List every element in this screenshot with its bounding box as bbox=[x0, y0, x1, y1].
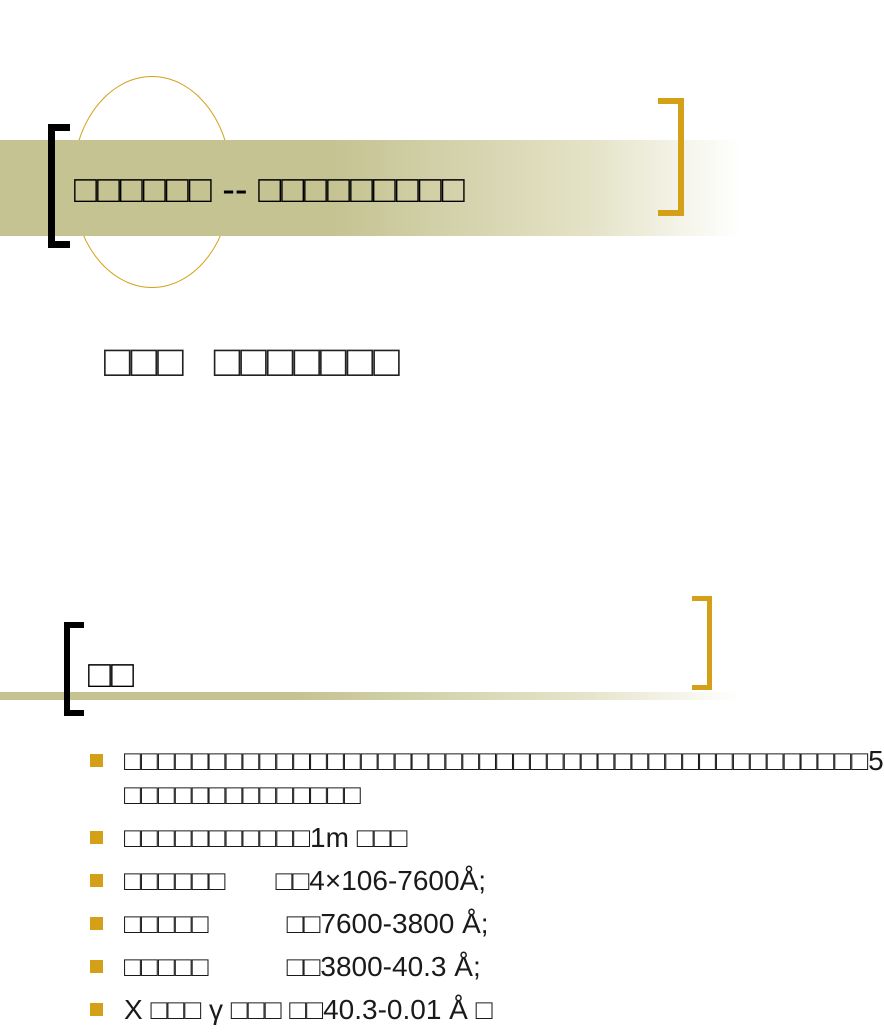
bullet-square-icon bbox=[90, 754, 103, 767]
slide-title: □□□□□□ -- □□□□□□□□□ □□□□□□□□□□ bbox=[0, 0, 768, 512]
list-item: □□□□□□□□□□□□□□□□□□□□□□□□□□□□□□□□□□□□□□□□… bbox=[88, 744, 884, 812]
slide-title-text: □□□□□□ -- □□□□□□□□□ bbox=[74, 169, 465, 211]
bullet-list: □□□□□□□□□□□□□□□□□□□□□□□□□□□□□□□□□□□□□□□□… bbox=[88, 744, 884, 1036]
left-bracket-decoration bbox=[64, 622, 84, 716]
bullet-value: □□4×106-7600Å; bbox=[275, 865, 487, 896]
list-item: □□□□□□ □□4×106-7600Å; bbox=[88, 864, 728, 898]
title-band bbox=[0, 140, 740, 236]
bullet-value: □□7600-3800 Å; bbox=[286, 908, 489, 939]
bullet-square-icon bbox=[90, 917, 103, 930]
bullet-label: □□□□□ bbox=[124, 908, 209, 939]
bullet-label: □□□□□□ bbox=[124, 865, 226, 896]
subtitle-right: □□□□□□□ bbox=[213, 337, 400, 386]
slide-content: □□ □□□□□□□□□□□□□□□□□□□□□□□□□□□□□□□□□□□□□… bbox=[0, 512, 884, 1025]
bullet-text: □□□□□□□□□□□1m □□□ bbox=[124, 822, 408, 853]
bullet-square-icon bbox=[90, 874, 103, 887]
title-underline-band bbox=[0, 692, 740, 700]
list-item: X □□□ γ □□□ □□40.3-0.01 Å □ bbox=[88, 993, 728, 1027]
bullet-text: X □□□ γ □□□ □□40.3-0.01 Å □ bbox=[124, 994, 493, 1025]
bullet-text: □□□□□□□□□□□□□□□□□□□□□□□□□□□□□□□□□□□□□□□□… bbox=[124, 745, 884, 810]
list-item: □□□□□ □□3800-40.3 Å; bbox=[88, 950, 728, 984]
bullet-square-icon bbox=[90, 1003, 103, 1016]
bullet-value: □□3800-40.3 Å; bbox=[286, 951, 481, 982]
bullet-label: □□□□□ bbox=[124, 951, 209, 982]
subtitle-left: □□□ bbox=[104, 337, 184, 386]
right-bracket-decoration bbox=[658, 98, 684, 216]
slide-subtitle: □□□□□□□□□□ bbox=[104, 334, 704, 390]
bullet-square-icon bbox=[90, 960, 103, 973]
bullet-square-icon bbox=[90, 831, 103, 844]
list-item: □□□□□□□□□□□1m □□□ bbox=[88, 821, 728, 855]
list-item: □□□□□ □□7600-3800 Å; bbox=[88, 907, 728, 941]
left-bracket-decoration bbox=[48, 124, 70, 248]
right-bracket-decoration bbox=[692, 596, 712, 690]
section-title: □□ bbox=[88, 654, 134, 696]
